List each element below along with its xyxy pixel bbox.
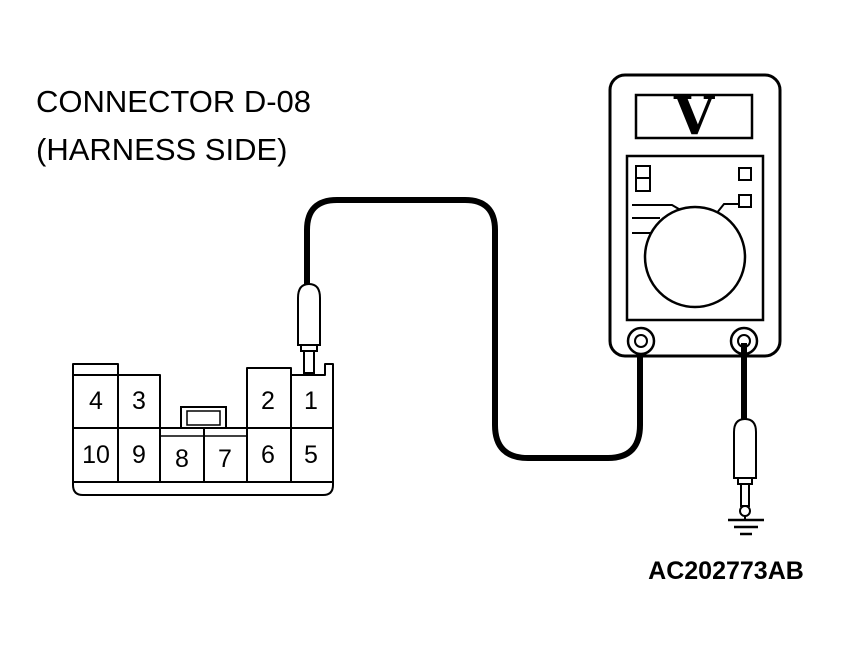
pin-6: 6 (261, 441, 275, 469)
pin-9: 9 (132, 441, 146, 469)
pin-5: 5 (304, 441, 318, 469)
test-probe (297, 282, 321, 386)
voltage-symbol: V (673, 86, 716, 147)
mode-indicator-icon (635, 165, 651, 179)
mode-indicator-icon (738, 194, 752, 208)
pin-8: 8 (175, 445, 189, 473)
voltmeter: V (608, 73, 782, 358)
harness-side-label: (HARNESS SIDE) (36, 132, 287, 167)
mode-indicator-icon (738, 167, 752, 181)
selector-dial (643, 205, 747, 309)
connector-title: CONNECTOR D-08 (36, 84, 311, 119)
test-lead-wire (304, 197, 643, 461)
ground-symbol-icon (728, 516, 764, 536)
connector-d08: 4 3 2 1 10 9 8 7 6 5 (72, 363, 334, 496)
pin-7: 7 (218, 445, 232, 473)
figure-code: AC202773AB (648, 557, 804, 585)
pin-2: 2 (261, 387, 275, 415)
pin-3: 3 (132, 387, 146, 415)
ground-probe (733, 417, 757, 517)
pin-10: 10 (82, 441, 110, 469)
mode-indicator-icon (635, 177, 651, 192)
pin-4: 4 (89, 387, 103, 415)
meter-display (634, 93, 754, 140)
pin-1: 1 (304, 387, 318, 415)
